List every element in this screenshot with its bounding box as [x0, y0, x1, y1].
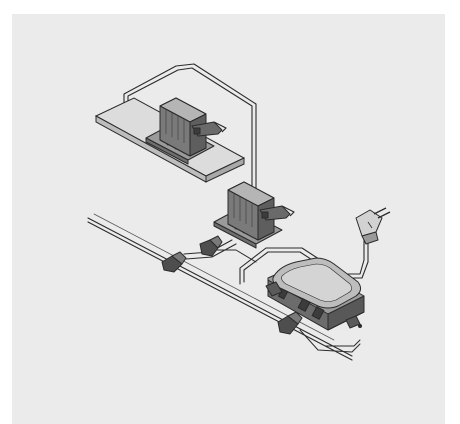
cable-clip-middle: [199, 235, 223, 257]
cable-clip-bottom: [277, 311, 303, 335]
top-loop-cable-b: [123, 63, 257, 191]
top-latch-unit: [145, 97, 227, 165]
power-plug: [355, 207, 391, 245]
bottom-loop-cable-b: [299, 329, 361, 353]
main-cable-a: [87, 217, 353, 357]
control-box: [265, 257, 365, 331]
middle-latch-unit: [213, 181, 295, 249]
bottom-loop-cable-a: [325, 339, 361, 347]
main-cable-b: [87, 221, 353, 361]
middle-drop-cable-b: [185, 243, 237, 260]
cable-clip-left: [161, 251, 187, 273]
top-loop-cable-a: [127, 67, 253, 193]
clip-to-box-cable-a: [215, 249, 257, 263]
